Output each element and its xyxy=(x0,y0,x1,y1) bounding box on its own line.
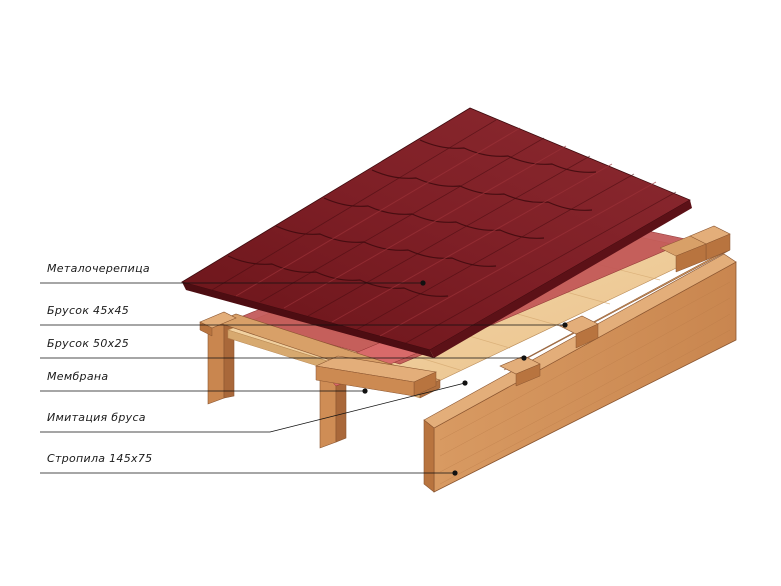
label-batten-45x45: Брусок 45х45 xyxy=(47,304,130,317)
battens xyxy=(199,225,731,397)
leader-lining xyxy=(40,382,466,433)
wood-grain xyxy=(439,281,731,485)
leader-lines xyxy=(40,282,565,474)
metal-tile xyxy=(180,107,692,358)
label-timber-imitation: Имитация бруса xyxy=(47,411,146,424)
rafter-front-end xyxy=(423,419,435,493)
label-metal-tile: Металочерепица xyxy=(47,262,150,275)
leader-dots xyxy=(362,280,568,476)
label-rafter-145x75: Стропила 145х75 xyxy=(47,452,153,465)
label-membrane: Мембрана xyxy=(47,370,109,383)
tile-waves xyxy=(235,127,657,337)
label-counter-batten-50x25: Брусок 50х25 xyxy=(47,337,130,350)
